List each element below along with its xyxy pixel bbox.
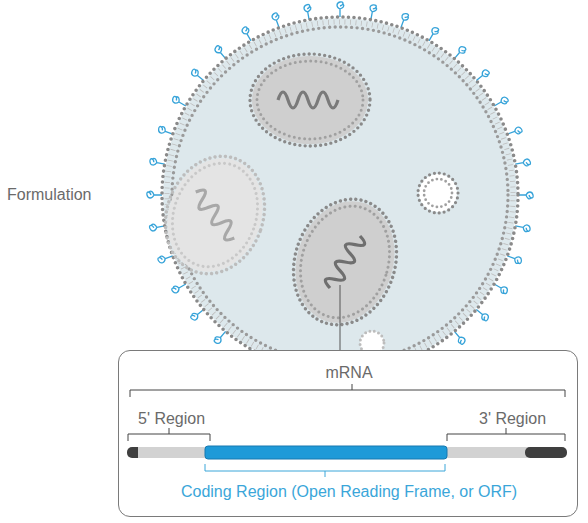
peg-lipid: [474, 69, 490, 84]
peg-lipid: [506, 126, 523, 138]
node-heading: mRNA: [119, 363, 579, 382]
peg-lipid: [515, 159, 531, 168]
lipid-heads: [162, 17, 518, 373]
peg-lipid: [171, 281, 188, 294]
peg-lipid: [271, 12, 283, 29]
peg-lipid: [241, 26, 254, 43]
peg-lipid: [147, 191, 162, 198]
region-label: 5' Region: [138, 409, 258, 428]
peg-lipid: [171, 95, 188, 108]
peg-lipid: [515, 223, 531, 232]
peg-lipid: [452, 329, 467, 345]
region-label: 3' Region: [479, 409, 574, 428]
peg-lipid: [398, 12, 410, 29]
peg-lipid: [506, 253, 523, 265]
particle-outline: [162, 17, 518, 373]
region-label: Coding Region (Open Reading Frame, or OR…: [119, 482, 579, 501]
node-heading: Formulation: [7, 185, 137, 204]
peg-lipid: [190, 68, 206, 83]
peg-lipid: [518, 192, 533, 199]
peg-lipid: [337, 2, 344, 17]
peg-lipid: [452, 45, 467, 61]
nanoparticle: Formulation: [162, 17, 518, 373]
peg-lipid: [190, 307, 206, 322]
peg-lipid: [304, 4, 313, 20]
peg-lipid: [157, 125, 174, 137]
peg-lipid: [149, 222, 165, 231]
mrna-inset-box: mRNA 5' Region 3' RegionCoding Region (Ope…: [118, 350, 578, 517]
peg-lipid: [157, 252, 174, 264]
peg-lipid: [368, 4, 377, 20]
peg-lipid: [214, 45, 229, 61]
peg-lipid: [213, 329, 228, 345]
peg-lipid: [492, 281, 509, 294]
peg-lipid: [493, 96, 510, 109]
peg-lipid: [149, 158, 165, 167]
outer-membrane: [162, 17, 518, 373]
peg-lipid: [426, 26, 439, 43]
peg-lipid: [474, 307, 490, 322]
particle-core: [163, 18, 517, 372]
